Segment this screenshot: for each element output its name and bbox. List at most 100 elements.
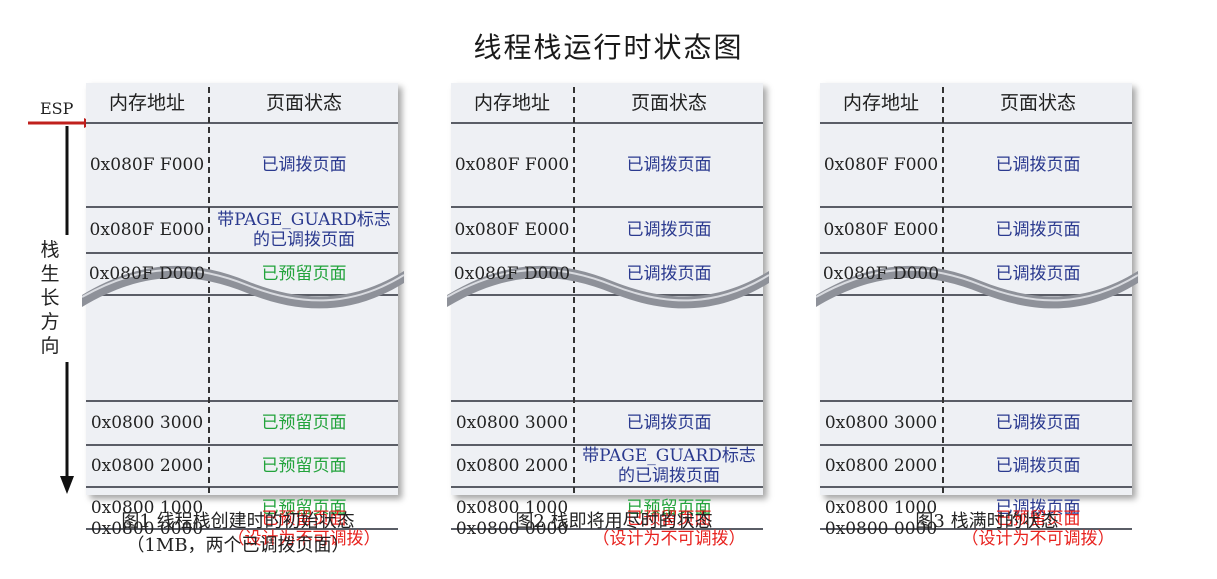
memory-address: 0x080F D000 — [88, 264, 206, 284]
header-address: 内存地址 — [473, 92, 550, 114]
memory-address: 0x0800 2000 — [90, 456, 204, 476]
page-state: 带PAGE_GUARD标志的已调拨页面 — [210, 207, 398, 253]
row-divider — [451, 206, 763, 208]
row-divider — [820, 294, 1132, 296]
row-divider — [451, 486, 763, 488]
row-divider — [820, 206, 1132, 208]
memory-page-row: 0x080F D000 已调拨页面 — [820, 253, 1132, 295]
page-state-line: 的已调拨页面 — [253, 230, 355, 250]
esp-label: ESP — [40, 99, 74, 118]
page-state-line: 已预留页面 — [261, 509, 347, 529]
memory-page-row: 0x0800 3000 已调拨页面 — [820, 401, 1132, 445]
page-state-line: 已预留页面 — [626, 498, 712, 518]
page-state-line: （设计为不可调拨） — [227, 529, 381, 549]
page-state: 已预留页面 — [210, 253, 398, 295]
page-state: 已调拨页面 — [944, 445, 1132, 487]
column-divider — [942, 87, 944, 493]
page-state: 已预留页面 — [575, 487, 763, 529]
stack-growth-arrow — [60, 126, 74, 494]
memory-address: 0x080F F000 — [89, 155, 205, 175]
header-address: 内存地址 — [842, 92, 919, 114]
omitted-region-break — [816, 265, 1138, 309]
memory-address: 0x080F D000 — [822, 264, 940, 284]
row-divider — [820, 444, 1132, 446]
page-state: 已预留页面 — [210, 487, 398, 529]
row-divider — [451, 294, 763, 296]
page-state: 已调拨页面 — [575, 123, 763, 207]
row-divider — [86, 486, 398, 488]
column-divider — [573, 87, 575, 493]
memory-address: 0x080F F000 — [823, 155, 939, 175]
page-state: 已预留页面 — [210, 401, 398, 445]
row-divider — [86, 400, 398, 402]
page-state: 已调拨页面 — [210, 123, 398, 207]
figure-caption-3: 图3 栈满时的状态 — [817, 510, 1157, 534]
column-divider — [208, 87, 210, 493]
memory-address: 0x080F E000 — [823, 220, 939, 240]
page-state-line: （设计为不可调拨） — [961, 529, 1115, 549]
figure-caption-2: 图2 栈即将用尽时的状态 — [444, 510, 784, 534]
row-divider — [451, 444, 763, 446]
page-state-line: 已预留页面 — [261, 498, 347, 518]
row-divider — [86, 294, 398, 296]
row-divider — [820, 252, 1132, 254]
page-state-line: （设计为不可调拨） — [592, 529, 746, 549]
page-state-line: 已调拨页面 — [626, 413, 712, 433]
figure-caption-1: 图1 线程栈创建时的初始状态（1MB，两个已调拨页面） — [68, 510, 408, 558]
memory-page-row: 0x080F E000 已调拨页面 — [820, 207, 1132, 253]
page-state-line: 已调拨页面 — [626, 220, 712, 240]
page-state-line: 已调拨页面 — [995, 220, 1081, 240]
memory-page-row: 0x0800 2000 已预留页面 — [86, 445, 398, 487]
caption-line: 图2 栈即将用尽时的状态 — [515, 511, 713, 532]
omitted-region-break — [82, 265, 404, 309]
page-state: 已调拨页面 — [944, 487, 1132, 529]
memory-page-row: 0x080F F000 已调拨页面 — [820, 123, 1132, 207]
page-state: 已预留页面 — [210, 445, 398, 487]
row-divider — [86, 206, 398, 208]
page-state-line: 已预留页面 — [261, 456, 347, 476]
memory-address: 0x0800 3000 — [90, 413, 204, 433]
caption-line: （1MB，两个已调拨页面） — [126, 535, 350, 556]
page-state-line: 已调拨页面 — [995, 155, 1081, 175]
header-page-state: 页面状态 — [265, 92, 342, 114]
memory-address: 0x080F E000 — [89, 220, 205, 240]
page-state: 带PAGE_GUARD标志的已调拨页面 — [575, 445, 763, 487]
memory-address: 0x0800 2000 — [455, 456, 569, 476]
page-state: 已调拨页面 — [944, 401, 1132, 445]
page-state-line: 已预留页面 — [626, 509, 712, 529]
header-page-state: 页面状态 — [630, 92, 707, 114]
page-state-line: 已预留页面 — [261, 413, 347, 433]
page-state: 已调拨页面 — [944, 253, 1132, 295]
memory-page-row: 0x0800 3000 已预留页面 — [86, 401, 398, 445]
page-state-line: 带PAGE_GUARD标志 — [582, 446, 756, 466]
page-state-line: 已调拨页面 — [995, 264, 1081, 284]
header-address: 内存地址 — [108, 92, 185, 114]
page-state-line: 已调拨页面 — [626, 155, 712, 175]
page-state-line: 带PAGE_GUARD标志 — [217, 210, 391, 230]
memory-address: 0x0800 3000 — [824, 413, 938, 433]
memory-page-row: 0x0800 1000 已预留页面 — [86, 487, 398, 529]
memory-page-row: 0x0800 2000 带PAGE_GUARD标志的已调拨页面 — [451, 445, 763, 487]
memory-address: 0x0800 3000 — [455, 413, 569, 433]
header-page-state: 页面状态 — [999, 92, 1076, 114]
page-state-line: 已调拨页面 — [261, 155, 347, 175]
diagram-title: 线程栈运行时状态图 — [473, 31, 744, 64]
row-divider — [86, 122, 398, 124]
row-divider — [820, 400, 1132, 402]
page-state-line: 已预留页面 — [995, 509, 1081, 529]
row-divider — [451, 252, 763, 254]
memory-page-row: 0x080F D000 已预留页面 — [86, 253, 398, 295]
row-divider — [451, 400, 763, 402]
page-state-line: 已调拨页面 — [995, 498, 1081, 518]
memory-address: 0x0800 1000 — [90, 498, 204, 518]
row-divider — [451, 122, 763, 124]
page-state-line: 已预留页面 — [261, 264, 347, 284]
memory-page-row: 0x0800 3000 已调拨页面 — [451, 401, 763, 445]
